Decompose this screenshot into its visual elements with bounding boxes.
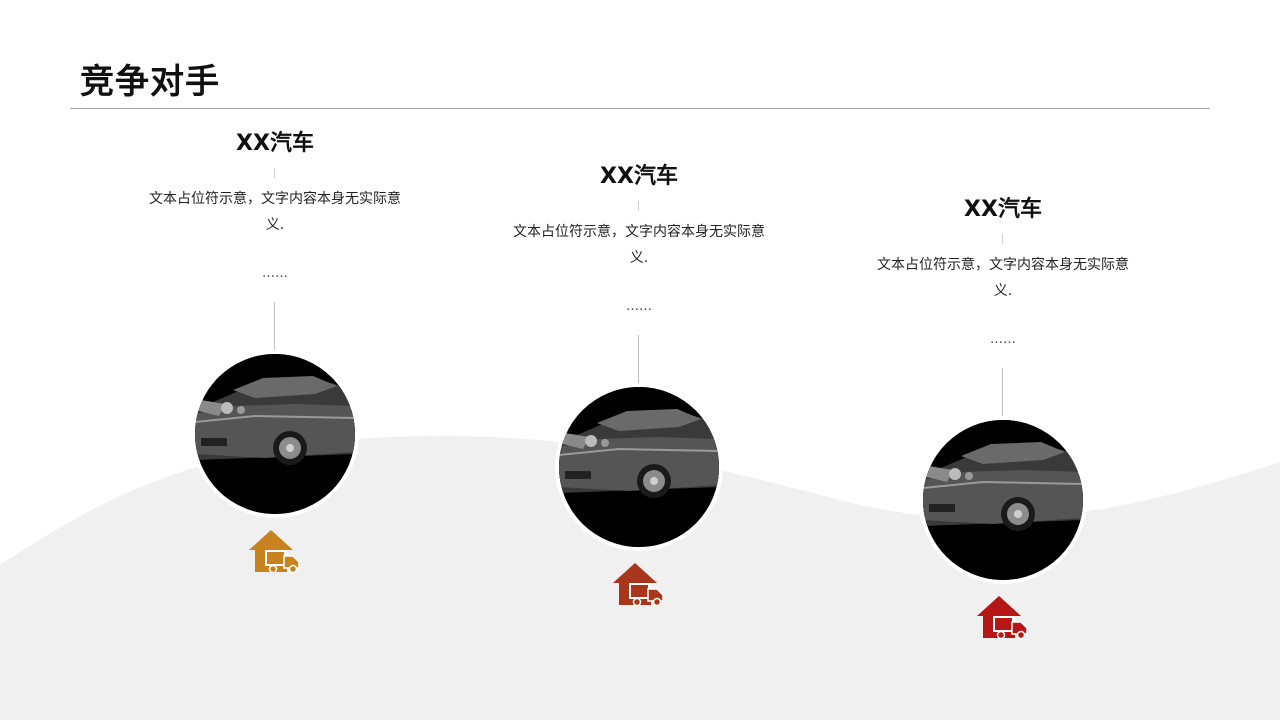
competitor-name: XX汽车 (600, 164, 678, 189)
heading-tick (638, 201, 639, 211)
car-photo (559, 387, 719, 547)
connector-line (638, 335, 639, 389)
photo-frame (191, 350, 359, 518)
competitor-card-3: XX汽车 文本占位符示意，文字内容本身无实际意义. …… (873, 196, 1133, 716)
competitor-ellipsis: …… (262, 266, 288, 281)
home-delivery-truck-icon (249, 530, 300, 574)
competitor-ellipsis: …… (990, 332, 1016, 347)
connector-line (1002, 368, 1003, 422)
heading-tick (274, 168, 275, 178)
competitor-name: XX汽车 (236, 131, 314, 156)
photo-frame (919, 416, 1087, 584)
page-title: 竞争对手 (80, 62, 220, 102)
competitor-description: 文本占位符示意，文字内容本身无实际意义. (513, 224, 765, 266)
competitor-description: 文本占位符示意，文字内容本身无实际意义. (877, 257, 1129, 299)
competitor-ellipsis: …… (626, 299, 652, 314)
connector-line (274, 302, 275, 356)
home-delivery-truck-icon (977, 596, 1028, 640)
photo-frame (555, 383, 723, 551)
car-photo (195, 354, 355, 514)
competitor-card-1: XX汽车 文本占位符示意，文字内容本身无实际意义. …… (145, 130, 405, 650)
heading-tick (1002, 234, 1003, 244)
title-divider (70, 108, 1210, 109)
car-photo (923, 420, 1083, 580)
competitor-card-2: XX汽车 文本占位符示意，文字内容本身无实际意义. …… (509, 163, 769, 683)
competitor-description: 文本占位符示意，文字内容本身无实际意义. (149, 191, 401, 233)
home-delivery-truck-icon (613, 563, 664, 607)
competitor-name: XX汽车 (964, 197, 1042, 222)
